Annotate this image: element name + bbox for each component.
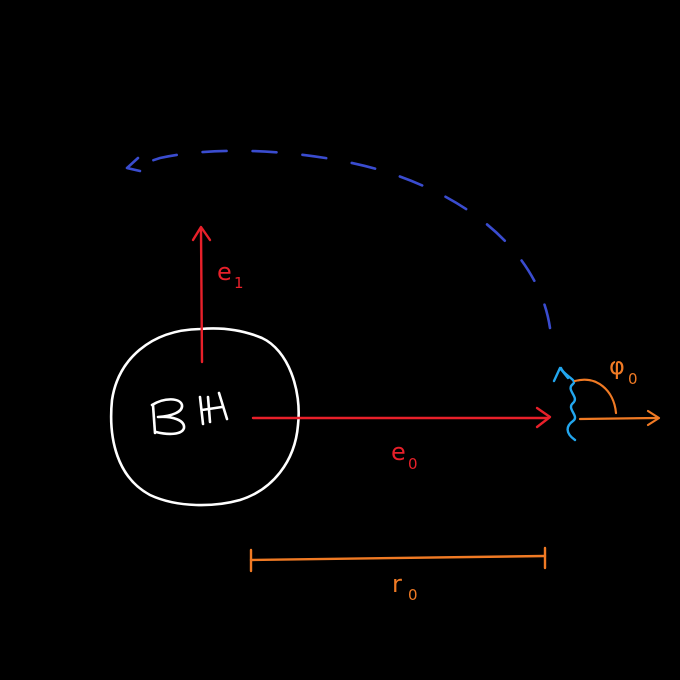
e0-arrowhead	[535, 406, 552, 429]
angle-arc	[573, 378, 618, 415]
e1-vector	[199, 228, 204, 364]
radius-label-subscript: 0	[408, 586, 418, 604]
black-hole-label-glyphs	[150, 391, 229, 436]
emission-direction-arrow	[578, 416, 659, 421]
trajectory-arrowhead	[125, 156, 142, 173]
angle-label-symbol: φ	[609, 352, 625, 380]
e1-label-subscript: 1	[234, 274, 244, 292]
angle-label-subscript: 0	[628, 370, 638, 388]
black-hole-circle	[109, 327, 300, 507]
photon-wave-icon	[559, 366, 577, 442]
e0-label-symbol: e	[391, 438, 406, 466]
photon-arrowhead	[552, 366, 570, 383]
radius-measure-bar	[249, 554, 547, 562]
emission-direction-arrowhead	[646, 409, 661, 427]
trajectory-dashed-arc	[128, 149, 552, 330]
e0-label-subscript: 0	[408, 455, 418, 473]
e1-label-symbol: e	[217, 258, 232, 286]
black-hole-label: BH	[188, 414, 190, 416]
radius-label-symbol: r	[392, 570, 402, 598]
e1-arrowhead	[191, 225, 212, 242]
